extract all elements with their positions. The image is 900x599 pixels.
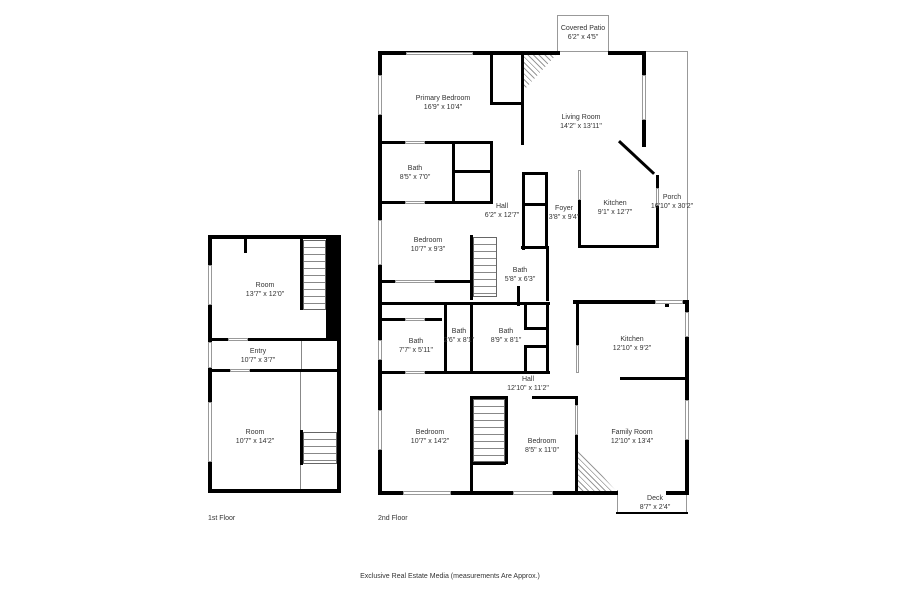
- floor-label: 2nd Floor: [378, 515, 408, 522]
- stairs: [303, 240, 326, 310]
- stairs: [473, 237, 497, 297]
- room-label: Entry 10'7" x 3'7": [240, 348, 276, 364]
- stairs: [473, 399, 505, 462]
- room-label: Room 13'7" x 12'0": [245, 282, 285, 298]
- room-label: Room 10'7" x 14'2": [235, 429, 275, 445]
- floor-label: 1st Floor: [208, 515, 236, 522]
- footer-credit: Exclusive Real Estate Media (measurement…: [360, 573, 540, 580]
- stairs: [303, 432, 337, 464]
